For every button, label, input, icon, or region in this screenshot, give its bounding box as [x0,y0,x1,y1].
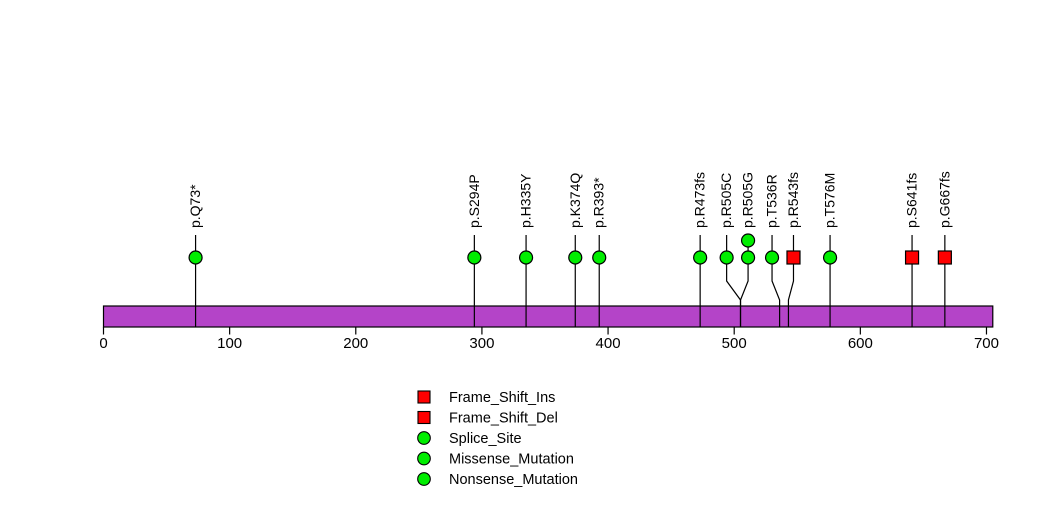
axis-tick-label: 500 [722,335,747,352]
mutation-label: p.G667fs [936,171,952,228]
mutation-label: p.R543fs [785,172,801,228]
mutation-marker-circle [592,250,607,265]
mutation-label: p.R393* [591,177,607,228]
mutation-marker-circle [568,250,583,265]
axis-tick-label: 0 [99,335,107,352]
mutation-marker-circle [740,250,756,265]
mutation-marker-circle [719,250,734,265]
axis-tick-label: 400 [596,335,621,352]
mutation-marker-circle [693,250,708,265]
mutation-label: p.T536R [764,174,780,228]
mutation-marker-square [786,250,801,265]
mutation-marker-circle [467,250,482,265]
axis-tick-label: 100 [217,335,242,352]
legend-label: Frame_Shift_Del [449,411,558,427]
legend-marker-circle [417,472,431,486]
mutation-marker-square [937,250,952,265]
legend-marker-circle [417,431,431,445]
protein-domain-bar [102,305,994,328]
mutation-marker-circle [822,250,838,265]
legend-marker-square [417,390,431,404]
mutation-marker-square [904,250,920,265]
mutation-label: p.S294P [466,174,482,228]
mutation-marker-circle [740,233,756,248]
mutation-marker-circle [188,250,203,265]
mutation-label: p.R505G [740,172,756,228]
mutation-label: p.S641fs [904,173,920,228]
mutation-label: p.T576M [822,173,838,228]
legend-label: Nonsense_Mutation [449,472,578,488]
axis-tick-label: 600 [848,335,873,352]
mutation-label: p.Q73* [187,184,203,228]
mutation-label: p.H335Y [518,173,534,228]
legend-marker-circle [417,451,431,466]
mutation-label: p.K374Q [567,173,583,228]
legend-label: Missense_Mutation [449,452,574,468]
mutation-label: p.R473fs [692,172,708,228]
legend-label: Splice_Site [449,431,522,447]
legend-label: Frame_Shift_Ins [449,390,555,406]
axis-tick-label: 700 [974,335,999,352]
mutation-marker-circle [518,250,534,265]
axis-tick-label: 200 [343,335,368,352]
mutation-marker-circle [764,250,780,265]
mutation-label: p.R505C [718,173,734,228]
axis-tick-label: 300 [469,335,494,352]
legend-marker-square [417,410,431,425]
